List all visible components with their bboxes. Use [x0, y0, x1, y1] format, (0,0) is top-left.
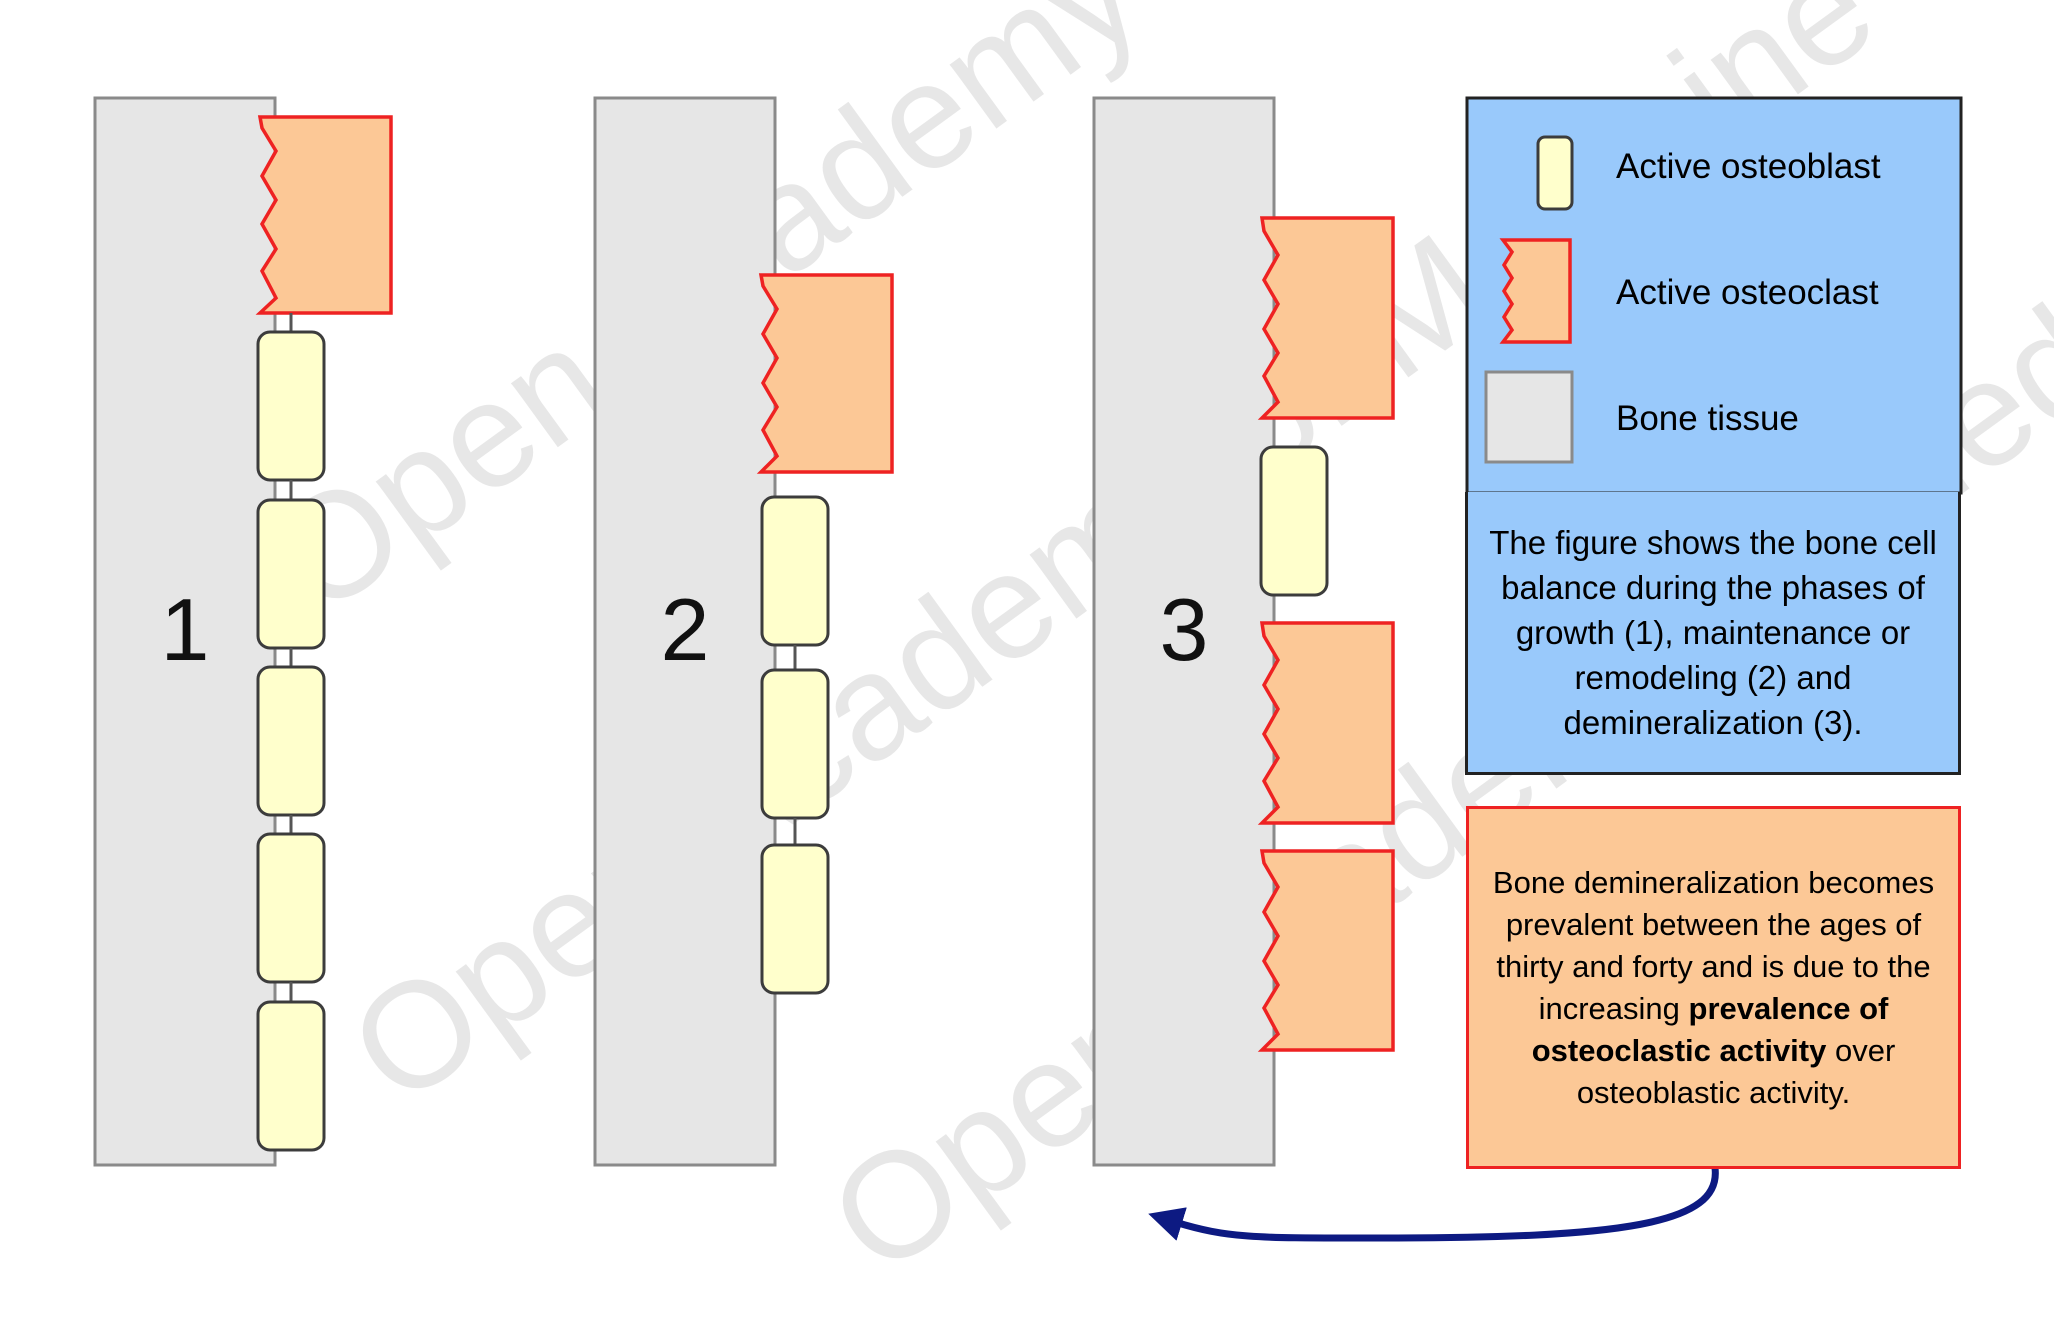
osteoblast-cell	[760, 668, 830, 820]
note-text-before: Bone demineralization becomes prevalent …	[1492, 864, 1935, 1026]
osteoblast-cell	[256, 832, 326, 984]
osteoclast-cell	[1257, 216, 1395, 420]
panel-2-cells	[756, 273, 894, 995]
osteoclast-cell	[1257, 849, 1395, 1052]
osteoclast-icon	[1499, 238, 1572, 344]
legend-label-osteoblast: Active osteoblast	[1616, 147, 1881, 186]
demineralization-note: Bone demineralization becomes prevalent …	[1466, 806, 1961, 1169]
bone-tissue-icon	[1484, 370, 1574, 464]
note-text-bold: prevalence of osteoclastic activity	[1531, 990, 1889, 1068]
osteoblast-icon	[1536, 135, 1574, 211]
note-text-after: over osteoblastic activity.	[1576, 1032, 1896, 1110]
panel-number-3: 3	[1160, 580, 1209, 679]
bone-tissue-column-3	[1092, 96, 1276, 1167]
panel-1-cells	[255, 115, 393, 1152]
demineralization-arrow	[1148, 1167, 1719, 1242]
osteoclast-cell	[1257, 621, 1395, 825]
legend-label-bone-tissue: Bone tissue	[1616, 399, 1799, 438]
panel-number-1: 1	[161, 580, 210, 679]
osteoblast-cell	[256, 1000, 326, 1152]
bone-tissue-column-2	[593, 96, 777, 1167]
osteoclast-cell	[255, 115, 393, 315]
osteoblast-cell	[760, 495, 830, 647]
legend-caption: The figure shows the bone cell balance d…	[1465, 492, 1961, 775]
note-text: Bone demineralization becomes prevalent …	[1487, 862, 1940, 1114]
osteoclast-cell	[756, 273, 894, 474]
osteoblast-cell	[760, 843, 830, 995]
caption-text: The figure shows the bone cell balance d…	[1489, 523, 1937, 741]
panel-3-cells	[1257, 216, 1395, 1052]
osteoblast-cell	[256, 330, 326, 482]
osteoblast-cell	[1259, 445, 1329, 597]
osteoblast-cell	[256, 665, 326, 817]
legend-label-osteoclast: Active osteoclast	[1616, 273, 1879, 312]
panel-number-2: 2	[661, 580, 710, 679]
osteoblast-cell	[256, 498, 326, 650]
